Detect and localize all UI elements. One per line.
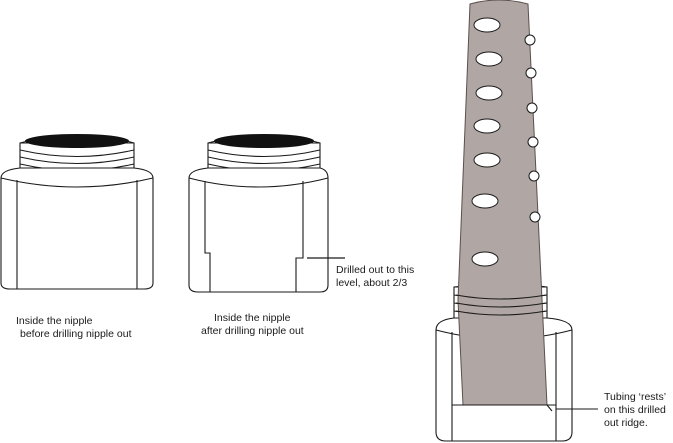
tube-notch [528,170,540,182]
after-label-line2: after drilling nipple out [201,325,304,337]
tube-notch [526,102,538,114]
nipple-opening [25,134,129,148]
tube-hole [473,118,501,134]
nipple-with-tubing [435,0,573,442]
before-label-line1: Inside the nipple [16,315,93,327]
tube-hole [471,251,499,267]
nipple-after-drilling [188,134,329,293]
tube-hole [475,51,503,67]
before-label-line2: before drilling nipple out [20,328,132,340]
nipple-opening-after [214,134,314,148]
tubing-label-line1: Tubing ‘rests’ [604,391,667,403]
nipple-before-drilling [0,134,154,290]
after-label-line1: Inside the nipple [214,312,291,324]
tube-notch [525,67,537,79]
drilled-label-line1: Drilled out to this [336,264,415,276]
tubing-label-line2: on this drilled [604,404,666,416]
tube-notch [524,34,536,46]
tubing-label-line3: out ridge. [604,417,648,429]
tube-hole [471,193,499,209]
tubing [457,0,548,406]
tube-notch [527,136,539,148]
drilled-label-line2: level, about 2/3 [336,277,408,289]
tube-hole [475,85,503,101]
tube-hole [473,17,501,33]
tube-hole [473,152,501,168]
tube-notch [529,211,541,223]
